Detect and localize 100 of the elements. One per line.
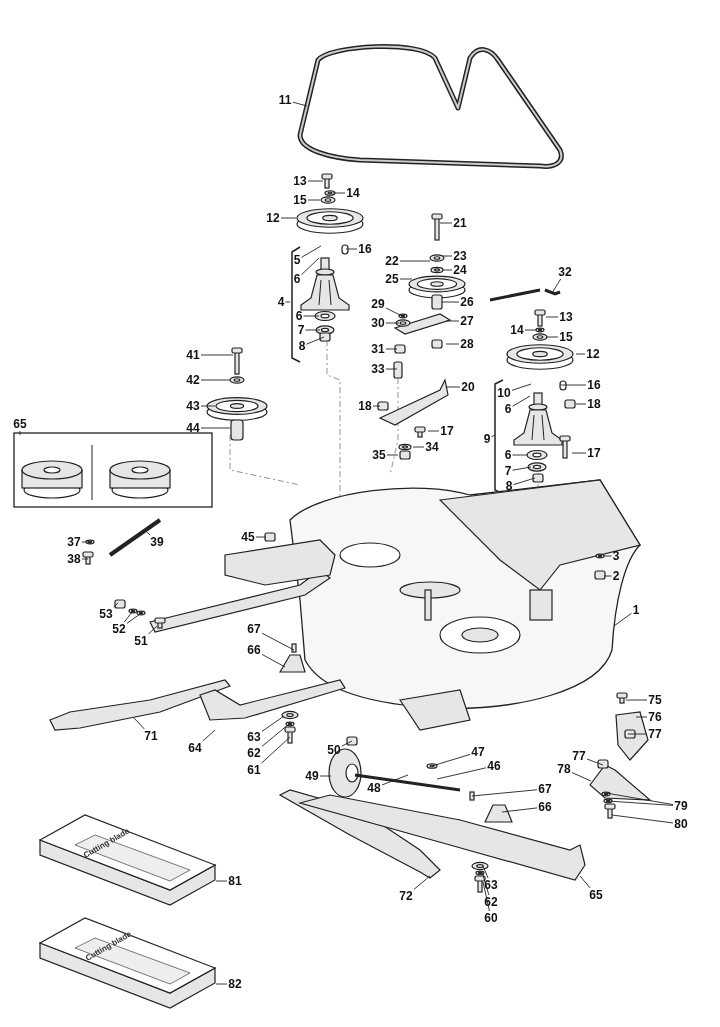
callout-number: 52 (111, 622, 127, 636)
callout-number: 46 (486, 759, 502, 773)
callout-number: 12 (265, 211, 281, 225)
leader-line (301, 245, 322, 258)
leader-line (399, 278, 413, 280)
leader-line (381, 774, 409, 786)
callout-number: 7 (503, 464, 513, 478)
callout-number: 34 (424, 440, 440, 454)
leader-line (512, 395, 531, 407)
callout-number: 25 (384, 272, 400, 286)
leader-line (575, 353, 586, 355)
callout-number: 14 (345, 186, 361, 200)
callout-number: 66 (537, 800, 553, 814)
leader-line (385, 368, 398, 370)
callout-number: 6 (294, 309, 304, 323)
leader-line (332, 192, 346, 194)
callout-number: 64 (187, 741, 203, 755)
leader-line (303, 315, 320, 317)
leader-line (200, 354, 234, 356)
leader-line (385, 307, 403, 317)
leader-line (123, 611, 133, 623)
leader-line (372, 405, 381, 407)
leader-line (306, 336, 325, 345)
callout-number: 26 (459, 295, 475, 309)
callout-number: 1 (631, 603, 641, 617)
leader-line (385, 348, 398, 350)
leader-line (605, 792, 674, 806)
leader-line (386, 454, 399, 456)
leader-line (261, 715, 285, 732)
leader-line (436, 767, 487, 780)
leader-line (512, 466, 532, 471)
callout-number: 31 (370, 342, 386, 356)
callout-number: 23 (452, 249, 468, 263)
callout-number: 67 (246, 622, 262, 636)
callout-number: 17 (439, 424, 455, 438)
callout-number: 78 (556, 762, 572, 776)
callout-number: 72 (398, 889, 414, 903)
leader-line (412, 446, 425, 448)
leader-line (545, 316, 559, 318)
callout-number: 42 (185, 373, 201, 387)
leader-line (471, 789, 538, 797)
leader-line (280, 217, 297, 219)
leader-line (613, 612, 632, 627)
callout-number: 41 (185, 348, 201, 362)
callout-number: 15 (558, 330, 574, 344)
leader-line (307, 180, 324, 182)
callout-number: 21 (452, 216, 468, 230)
callout-number: 47 (470, 745, 486, 759)
callout-number: 79 (673, 799, 689, 813)
leader-line (439, 222, 453, 224)
leader-line (586, 758, 604, 766)
callout-number: 61 (246, 763, 262, 777)
leader-line (607, 800, 674, 806)
callout-number: 33 (370, 362, 386, 376)
callout-number: 3 (611, 549, 621, 563)
leader-line (215, 880, 228, 882)
leader-line (200, 427, 231, 429)
leader-line (81, 558, 89, 560)
callout-number: 13 (558, 310, 574, 324)
leader-line (441, 255, 453, 257)
leader-line (481, 871, 490, 896)
callout-number: 27 (459, 314, 475, 328)
leader-line (345, 248, 358, 250)
leader-line (81, 541, 89, 543)
callout-number: 28 (459, 337, 475, 351)
leader-line (261, 653, 286, 668)
leader-line (491, 434, 496, 438)
leader-line (524, 329, 537, 331)
leader-line (571, 452, 587, 454)
callout-number: 71 (143, 729, 159, 743)
callout-number: 48 (366, 781, 382, 795)
callout-number: 38 (66, 552, 82, 566)
leader-line (341, 740, 353, 747)
callout-number: 62 (246, 746, 262, 760)
callout-number: 50 (326, 743, 342, 757)
leader-line (559, 384, 587, 386)
leader-line (625, 699, 648, 701)
callout-number: 65 (588, 888, 604, 902)
leader-line (635, 716, 648, 718)
callout-number: 32 (557, 265, 573, 279)
leader-line (319, 775, 332, 777)
callout-number: 43 (185, 399, 201, 413)
callout-number: 39 (149, 535, 165, 549)
callout-number: 6 (292, 272, 302, 286)
callout-number: 66 (246, 643, 262, 657)
callout-number: 49 (304, 769, 320, 783)
callout-number: 81 (227, 874, 243, 888)
leader-line (482, 865, 489, 879)
leader-line (261, 632, 295, 651)
leader-line (255, 536, 267, 538)
leader-line (571, 772, 592, 782)
leader-line (611, 814, 674, 824)
leader-line (427, 430, 440, 432)
leader-line (445, 343, 460, 345)
callout-number: 16 (586, 378, 602, 392)
leader-line (148, 625, 158, 635)
leader-line (513, 477, 536, 486)
leader-line (200, 379, 231, 381)
leader-line (441, 269, 453, 271)
leader-line (431, 753, 471, 767)
